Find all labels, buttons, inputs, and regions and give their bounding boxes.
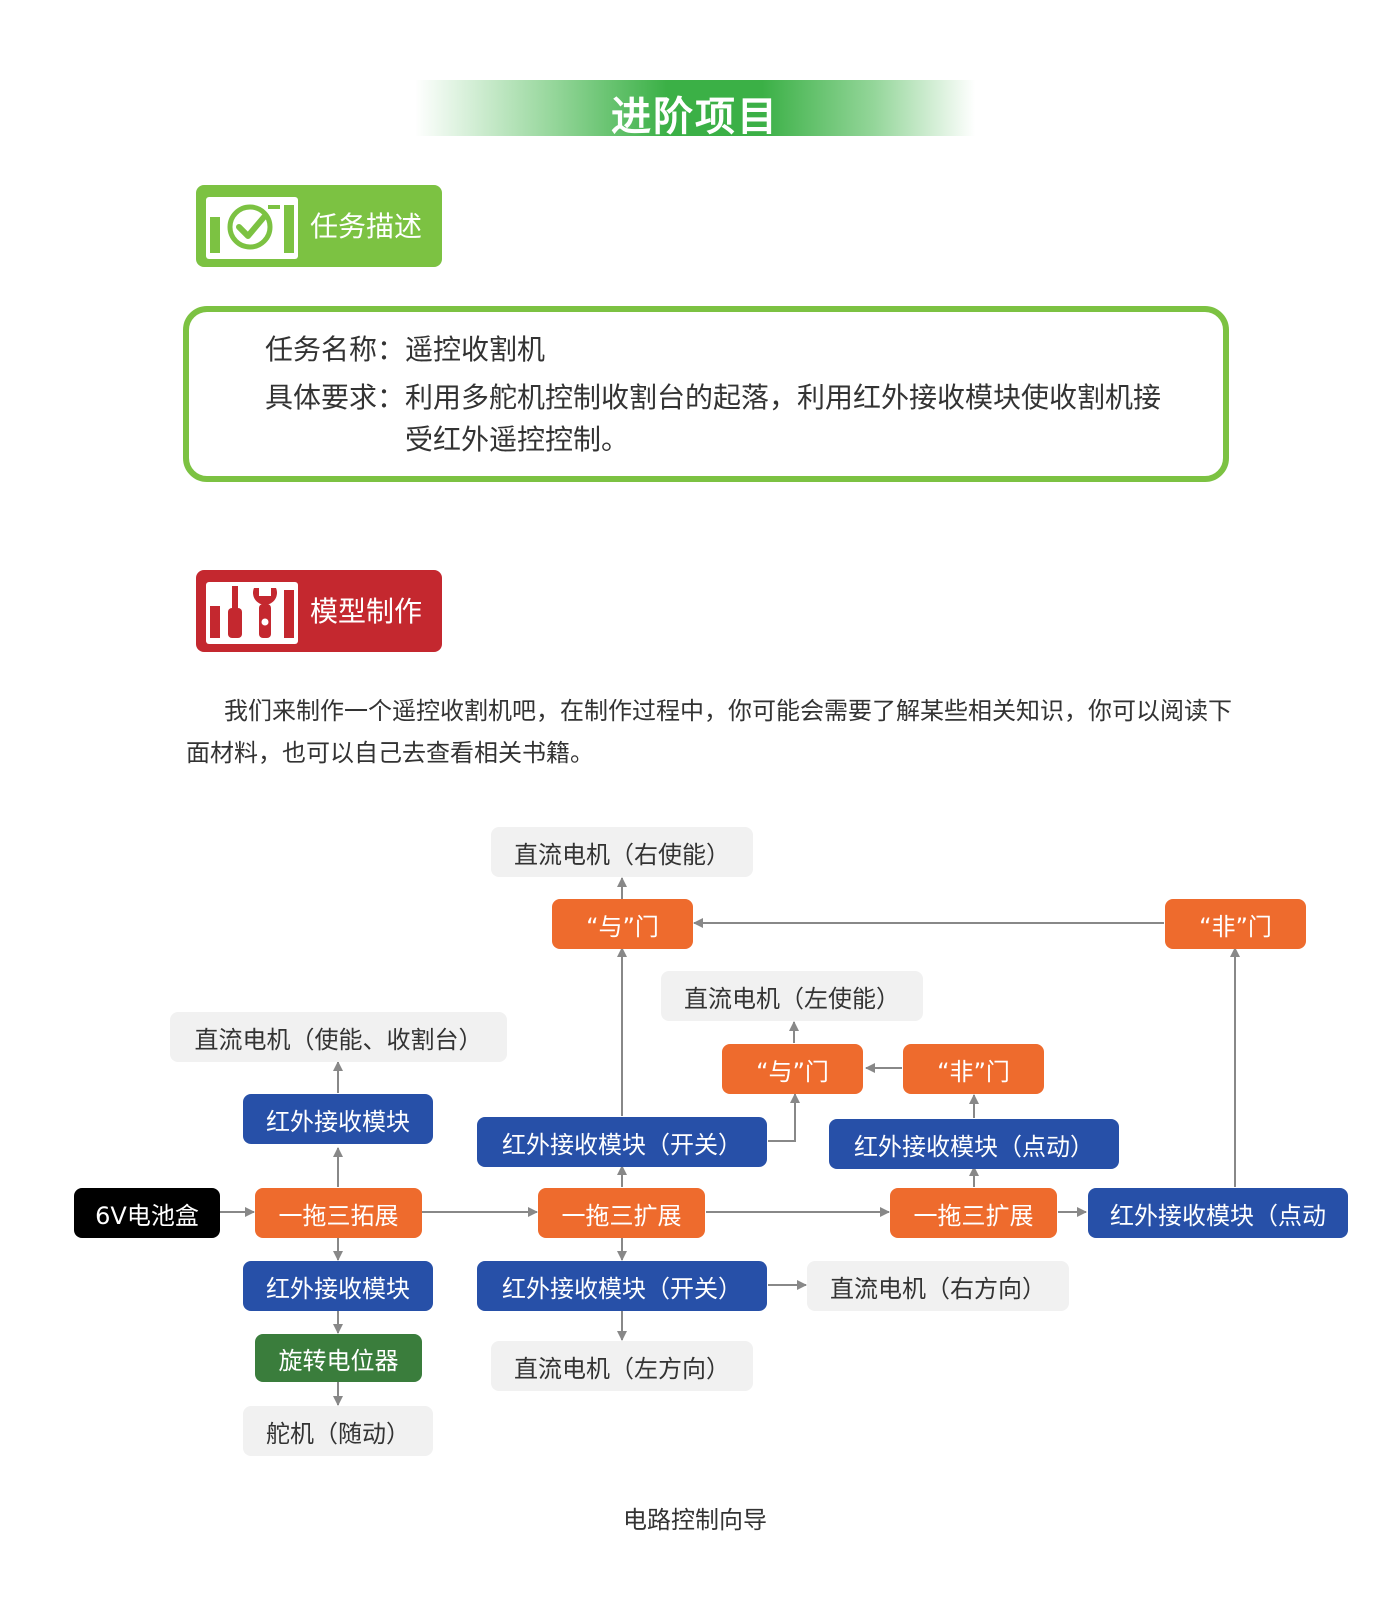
task-requirement-line-2: 受红外遥控控制。	[405, 423, 630, 456]
arrow-ir-switch-and-mid	[768, 1093, 800, 1142]
node-and-gate-top: “与”门	[552, 899, 693, 949]
task-description-label: 任务描述	[310, 210, 423, 243]
task-requirement-row: 具体要求：利用多舵机控制收割台的起落，利用红外接收模块使收割机接	[265, 376, 1161, 416]
node-rotary-potentiometer: 旋转电位器	[255, 1334, 422, 1382]
node-battery: 6V电池盒	[74, 1188, 220, 1238]
node-ir-receiver-b: 红外接收模块	[243, 1261, 433, 1311]
task-requirement-line-1: 利用多舵机控制收割台的起落，利用红外接收模块使收割机接	[405, 381, 1162, 414]
model-making-label: 模型制作	[310, 595, 423, 628]
node-and-gate-mid: “与”门	[722, 1044, 863, 1094]
model-making-tag: 模型制作	[196, 570, 442, 652]
header-banner: 进阶项目	[415, 80, 975, 140]
checklist-check-icon	[206, 197, 298, 259]
node-ir-click-mid: 红外接收模块（点动）	[829, 1119, 1119, 1169]
node-motor-left-enable: 直流电机（左使能）	[661, 971, 923, 1021]
node-not-gate-top: “非”门	[1165, 899, 1306, 949]
node-extension-3: 一拖三扩展	[890, 1188, 1057, 1238]
node-not-gate-mid: “非”门	[903, 1044, 1044, 1094]
node-motor-left-direction: 直流电机（左方向）	[491, 1341, 753, 1391]
node-extension-1: 一拖三拓展	[255, 1188, 422, 1238]
node-motor-right-direction: 直流电机（右方向）	[807, 1261, 1069, 1311]
tools-icon	[206, 582, 298, 644]
node-ir-switch-top: 红外接收模块（开关）	[477, 1117, 767, 1167]
node-ir-receiver-a: 红外接收模块	[243, 1094, 433, 1144]
task-name-label: 任务名称：	[265, 333, 406, 366]
diagram-caption: 电路控制向导	[623, 1506, 767, 1534]
page-title: 进阶项目	[611, 94, 779, 140]
task-box: 任务名称：遥控收割机 具体要求：利用多舵机控制收割台的起落，利用红外接收模块使收…	[183, 306, 1229, 482]
node-ir-switch-bottom: 红外接收模块（开关）	[477, 1261, 767, 1311]
task-name-value: 遥控收割机	[405, 333, 546, 366]
task-name-row: 任务名称：遥控收割机	[265, 328, 545, 368]
node-motor-right-enable: 直流电机（右使能）	[491, 827, 753, 877]
task-description-tag: 任务描述	[196, 185, 442, 267]
node-extension-2: 一拖三扩展	[538, 1188, 705, 1238]
intro-paragraph: 我们来制作一个遥控收割机吧，在制作过程中，你可能会需要了解某些相关知识，你可以阅…	[186, 697, 1232, 767]
node-motor-enable-harvest: 直流电机（使能、收割台）	[170, 1012, 507, 1062]
task-requirement-label: 具体要求：	[265, 381, 406, 414]
node-ir-click-right: 红外接收模块（点动	[1088, 1188, 1348, 1238]
node-servo: 舵机（随动）	[243, 1406, 433, 1456]
